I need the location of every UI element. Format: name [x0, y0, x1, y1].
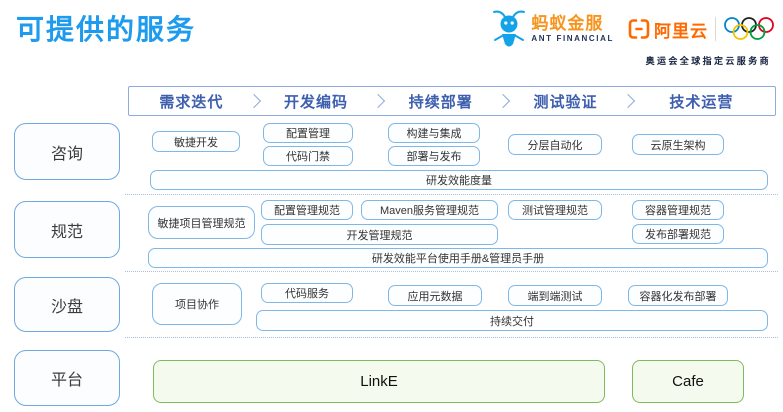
- platform-box-cafe: Cafe: [632, 360, 744, 403]
- service-box: 容器管理规范: [632, 200, 724, 220]
- service-box: 敏捷项目管理规范: [148, 206, 255, 239]
- pipeline-stage-deployment: 持续部署: [371, 87, 503, 115]
- pipeline-stage-requirements: 需求迭代: [129, 87, 254, 115]
- service-box: 开发管理规范: [261, 224, 498, 245]
- olympic-rings-icon: [724, 17, 774, 40]
- pipeline-stage-label: 需求迭代: [159, 93, 224, 111]
- row-separator: [125, 271, 778, 272]
- service-box: 端到端测试: [508, 285, 602, 306]
- header-divider: [715, 17, 716, 41]
- service-box: 分层自动化: [508, 134, 602, 155]
- page-title: 可提供的服务: [16, 15, 197, 46]
- wide-service-bar: 研发效能度量: [150, 170, 768, 190]
- pipeline-stage-coding: 开发编码: [246, 87, 379, 115]
- pipeline-stage-label: 开发编码: [284, 93, 349, 111]
- aliyun-brand-name: 阿里云: [654, 21, 708, 41]
- pipeline-stage-label: 持续部署: [408, 93, 473, 111]
- service-box: 应用元数据: [388, 285, 482, 306]
- ant-financial-logo: 蚂蚁金服 ANT FINANCIAL: [491, 8, 614, 50]
- service-box: 代码门禁: [263, 146, 353, 166]
- olympic-tagline: 奥运会全球指定云服务商: [645, 56, 771, 66]
- row-label-platform: 平台: [14, 350, 120, 406]
- pipeline-stage-operations: 技术运营: [620, 87, 775, 115]
- row-separator: [125, 337, 778, 338]
- service-box: 容器化发布部署: [628, 285, 728, 306]
- header-logos: 蚂蚁金服 ANT FINANCIAL 阿里云 奥运会: [491, 8, 775, 67]
- row-label-consulting: 咨询: [14, 123, 120, 180]
- service-box: Maven服务管理规范: [361, 200, 498, 220]
- service-box: 配置管理: [263, 123, 353, 143]
- service-box: 云原生架构: [632, 134, 724, 155]
- service-box: 测试管理规范: [508, 200, 602, 220]
- pipeline-stage-testing: 测试验证: [496, 87, 628, 115]
- service-box: 配置管理规范: [261, 200, 353, 220]
- service-box: 敏捷开发: [152, 131, 240, 152]
- pipeline-bar: 需求迭代 开发编码 持续部署 测试验证 技术运营: [128, 86, 776, 116]
- platform-box-linke: LinkE: [153, 360, 605, 403]
- ant-brand-name: 蚂蚁金服: [531, 14, 604, 33]
- row-separator: [125, 194, 778, 195]
- aliyun-bracket-icon: [628, 19, 650, 39]
- row-label-standards: 规范: [14, 201, 120, 258]
- service-box: 构建与集成: [388, 123, 480, 143]
- service-box: 代码服务: [261, 283, 353, 303]
- pipeline-stage-label: 测试验证: [533, 93, 598, 111]
- wide-service-bar: 研发效能平台使用手册&管理员手册: [148, 248, 768, 268]
- service-box: 项目协作: [152, 283, 242, 325]
- ant-mascot-icon: [493, 10, 526, 47]
- ant-brand-sub: ANT FINANCIAL: [531, 34, 614, 43]
- aliyun-logo: 阿里云: [627, 17, 708, 42]
- wide-service-bar: 持续交付: [256, 310, 768, 331]
- service-box: 部署与发布: [388, 146, 480, 166]
- row-label-sandbox: 沙盘: [14, 277, 120, 332]
- service-box: 发布部署规范: [632, 224, 724, 244]
- pipeline-stage-label: 技术运营: [669, 93, 734, 111]
